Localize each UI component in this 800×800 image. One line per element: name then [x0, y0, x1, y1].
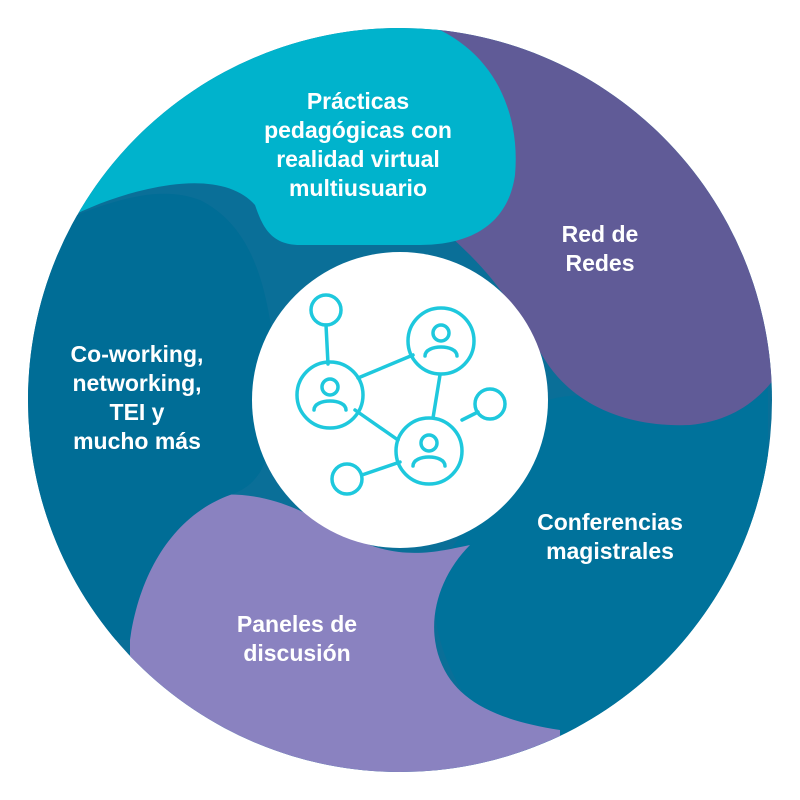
node-person-top — [406, 306, 476, 376]
label-line: pedagógicas con — [264, 117, 452, 143]
label-line: realidad virtual — [276, 146, 440, 172]
label-line: Conferencias — [537, 509, 683, 535]
label-line: Redes — [565, 250, 634, 276]
label-line: mucho más — [73, 428, 201, 454]
node-person-bottom — [394, 416, 464, 486]
label-line: Paneles de — [237, 611, 357, 637]
segment-paneles — [130, 494, 560, 772]
label-line: magistrales — [546, 538, 674, 564]
segment-coworking — [28, 193, 275, 640]
node-small-bottom-left — [330, 462, 364, 496]
label-line: Red de — [562, 221, 639, 247]
label-line: discusión — [243, 640, 350, 666]
label-practicas: Prácticas pedagógicas con realidad virtual… — [264, 88, 452, 201]
label-line: Co-working, — [71, 341, 204, 367]
label-line: Prácticas — [307, 88, 409, 114]
label-coworking: Co-working, networking, TEI y mucho más — [71, 341, 204, 454]
label-line: multiusuario — [289, 175, 427, 201]
node-person-left — [295, 360, 365, 430]
node-small-top-left — [309, 293, 343, 327]
label-line: networking, — [72, 370, 201, 396]
network-people-icon — [295, 293, 507, 496]
label-red-de-redes: Red de Redes — [562, 221, 639, 276]
label-paneles: Paneles de discusión — [237, 611, 357, 666]
node-small-right — [473, 387, 507, 421]
label-line: TEI y — [110, 399, 165, 425]
label-conferencias: Conferencias magistrales — [537, 509, 683, 564]
